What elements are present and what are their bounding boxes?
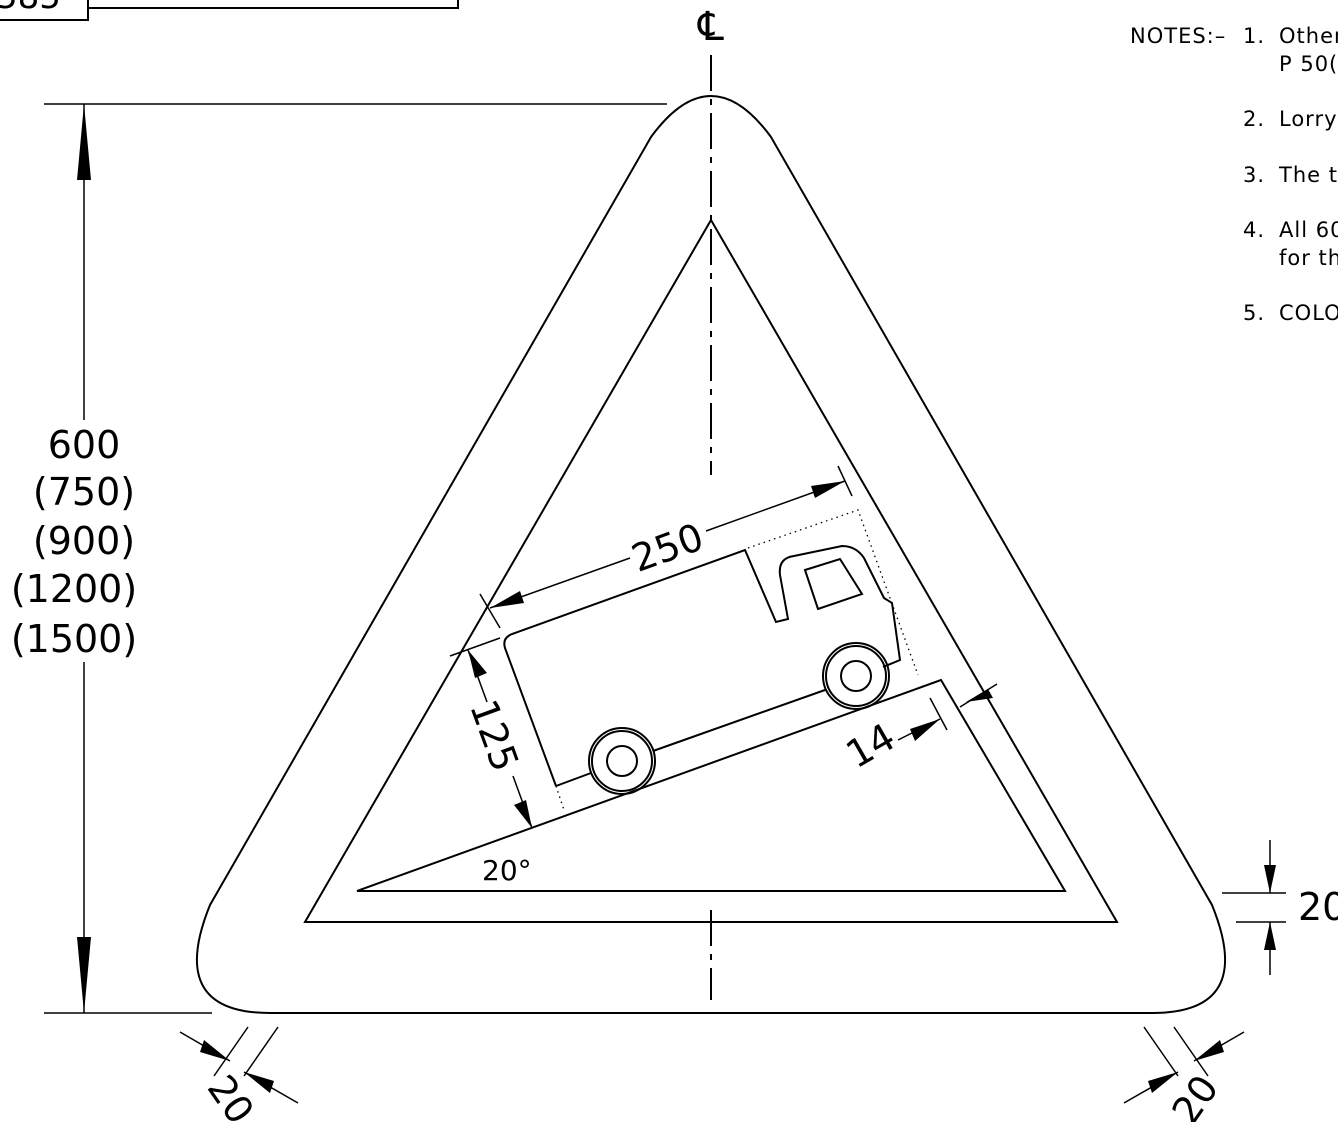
dim-border-left: 20 (179, 1026, 299, 1122)
note-2: 2. Lorry (1243, 107, 1338, 131)
svg-text:COLO: COLO (1279, 301, 1338, 325)
outer-border (195, 95, 1227, 1014)
front-wheel (822, 642, 890, 710)
svg-text:P 50(: P 50( (1279, 52, 1338, 76)
note-5: 5. COLO (1243, 301, 1338, 325)
dim-lorry-length: 250 (479, 465, 853, 629)
notes-heading: NOTES:– (1130, 24, 1226, 48)
lorry-body (503, 544, 902, 787)
dim-gap: 14 (839, 683, 998, 777)
svg-text:3.: 3. (1243, 163, 1265, 187)
construction-lines (555, 509, 919, 811)
dim-overall-height: 600 (750) (900) (1200) (1500) (11, 103, 667, 1014)
height-value-900: (900) (33, 519, 135, 563)
lorry-symbol (503, 544, 902, 795)
height-value-600: 600 (48, 423, 121, 467)
svg-text:Other: Other (1279, 24, 1338, 48)
svg-text:The t: The t (1278, 163, 1338, 187)
centerline: ℄ (697, 4, 724, 1000)
note-3: 3. The t (1243, 163, 1338, 187)
lorry-window (803, 557, 864, 611)
height-value-1200: (1200) (11, 567, 137, 611)
svg-text:2.: 2. (1243, 107, 1265, 131)
title-box-text: 585 (0, 0, 61, 17)
dim-lorry-length-text: 250 (626, 515, 709, 581)
svg-text:5.: 5. (1243, 301, 1265, 325)
dim-lorry-height-text: 125 (461, 694, 527, 777)
dim-lorry-height: 125 (449, 637, 533, 829)
svg-text:for th: for th (1279, 246, 1338, 270)
title-box: 585 (0, 0, 459, 21)
incline-wedge (356, 678, 1067, 892)
centerline-symbol: ℄ (697, 4, 724, 50)
svg-text:Lorry: Lorry (1279, 107, 1338, 131)
dim-gap-text: 14 (839, 715, 903, 777)
dim-border-right-text: 20 (1298, 885, 1338, 929)
rear-wheel (588, 727, 656, 795)
height-value-750: (750) (33, 470, 135, 514)
note-4: 4. All 60 for th (1243, 218, 1338, 270)
svg-text:4.: 4. (1243, 218, 1265, 242)
svg-text:1.: 1. (1243, 24, 1265, 48)
height-values: 600 (750) (900) (1200) (1500) (11, 423, 137, 661)
height-value-1500: (1500) (11, 617, 137, 661)
dim-border-bottom-right: 20 (1123, 1026, 1245, 1122)
notes: NOTES:– 1. Other P 50( 2. Lorry 3. The t… (1130, 24, 1338, 325)
dim-border-right: 20 (1222, 840, 1338, 975)
note-1: 1. Other P 50( (1243, 24, 1338, 76)
inner-border (303, 218, 1119, 923)
svg-text:All 60: All 60 (1279, 218, 1338, 242)
slope-angle-text: 20° (482, 854, 532, 887)
